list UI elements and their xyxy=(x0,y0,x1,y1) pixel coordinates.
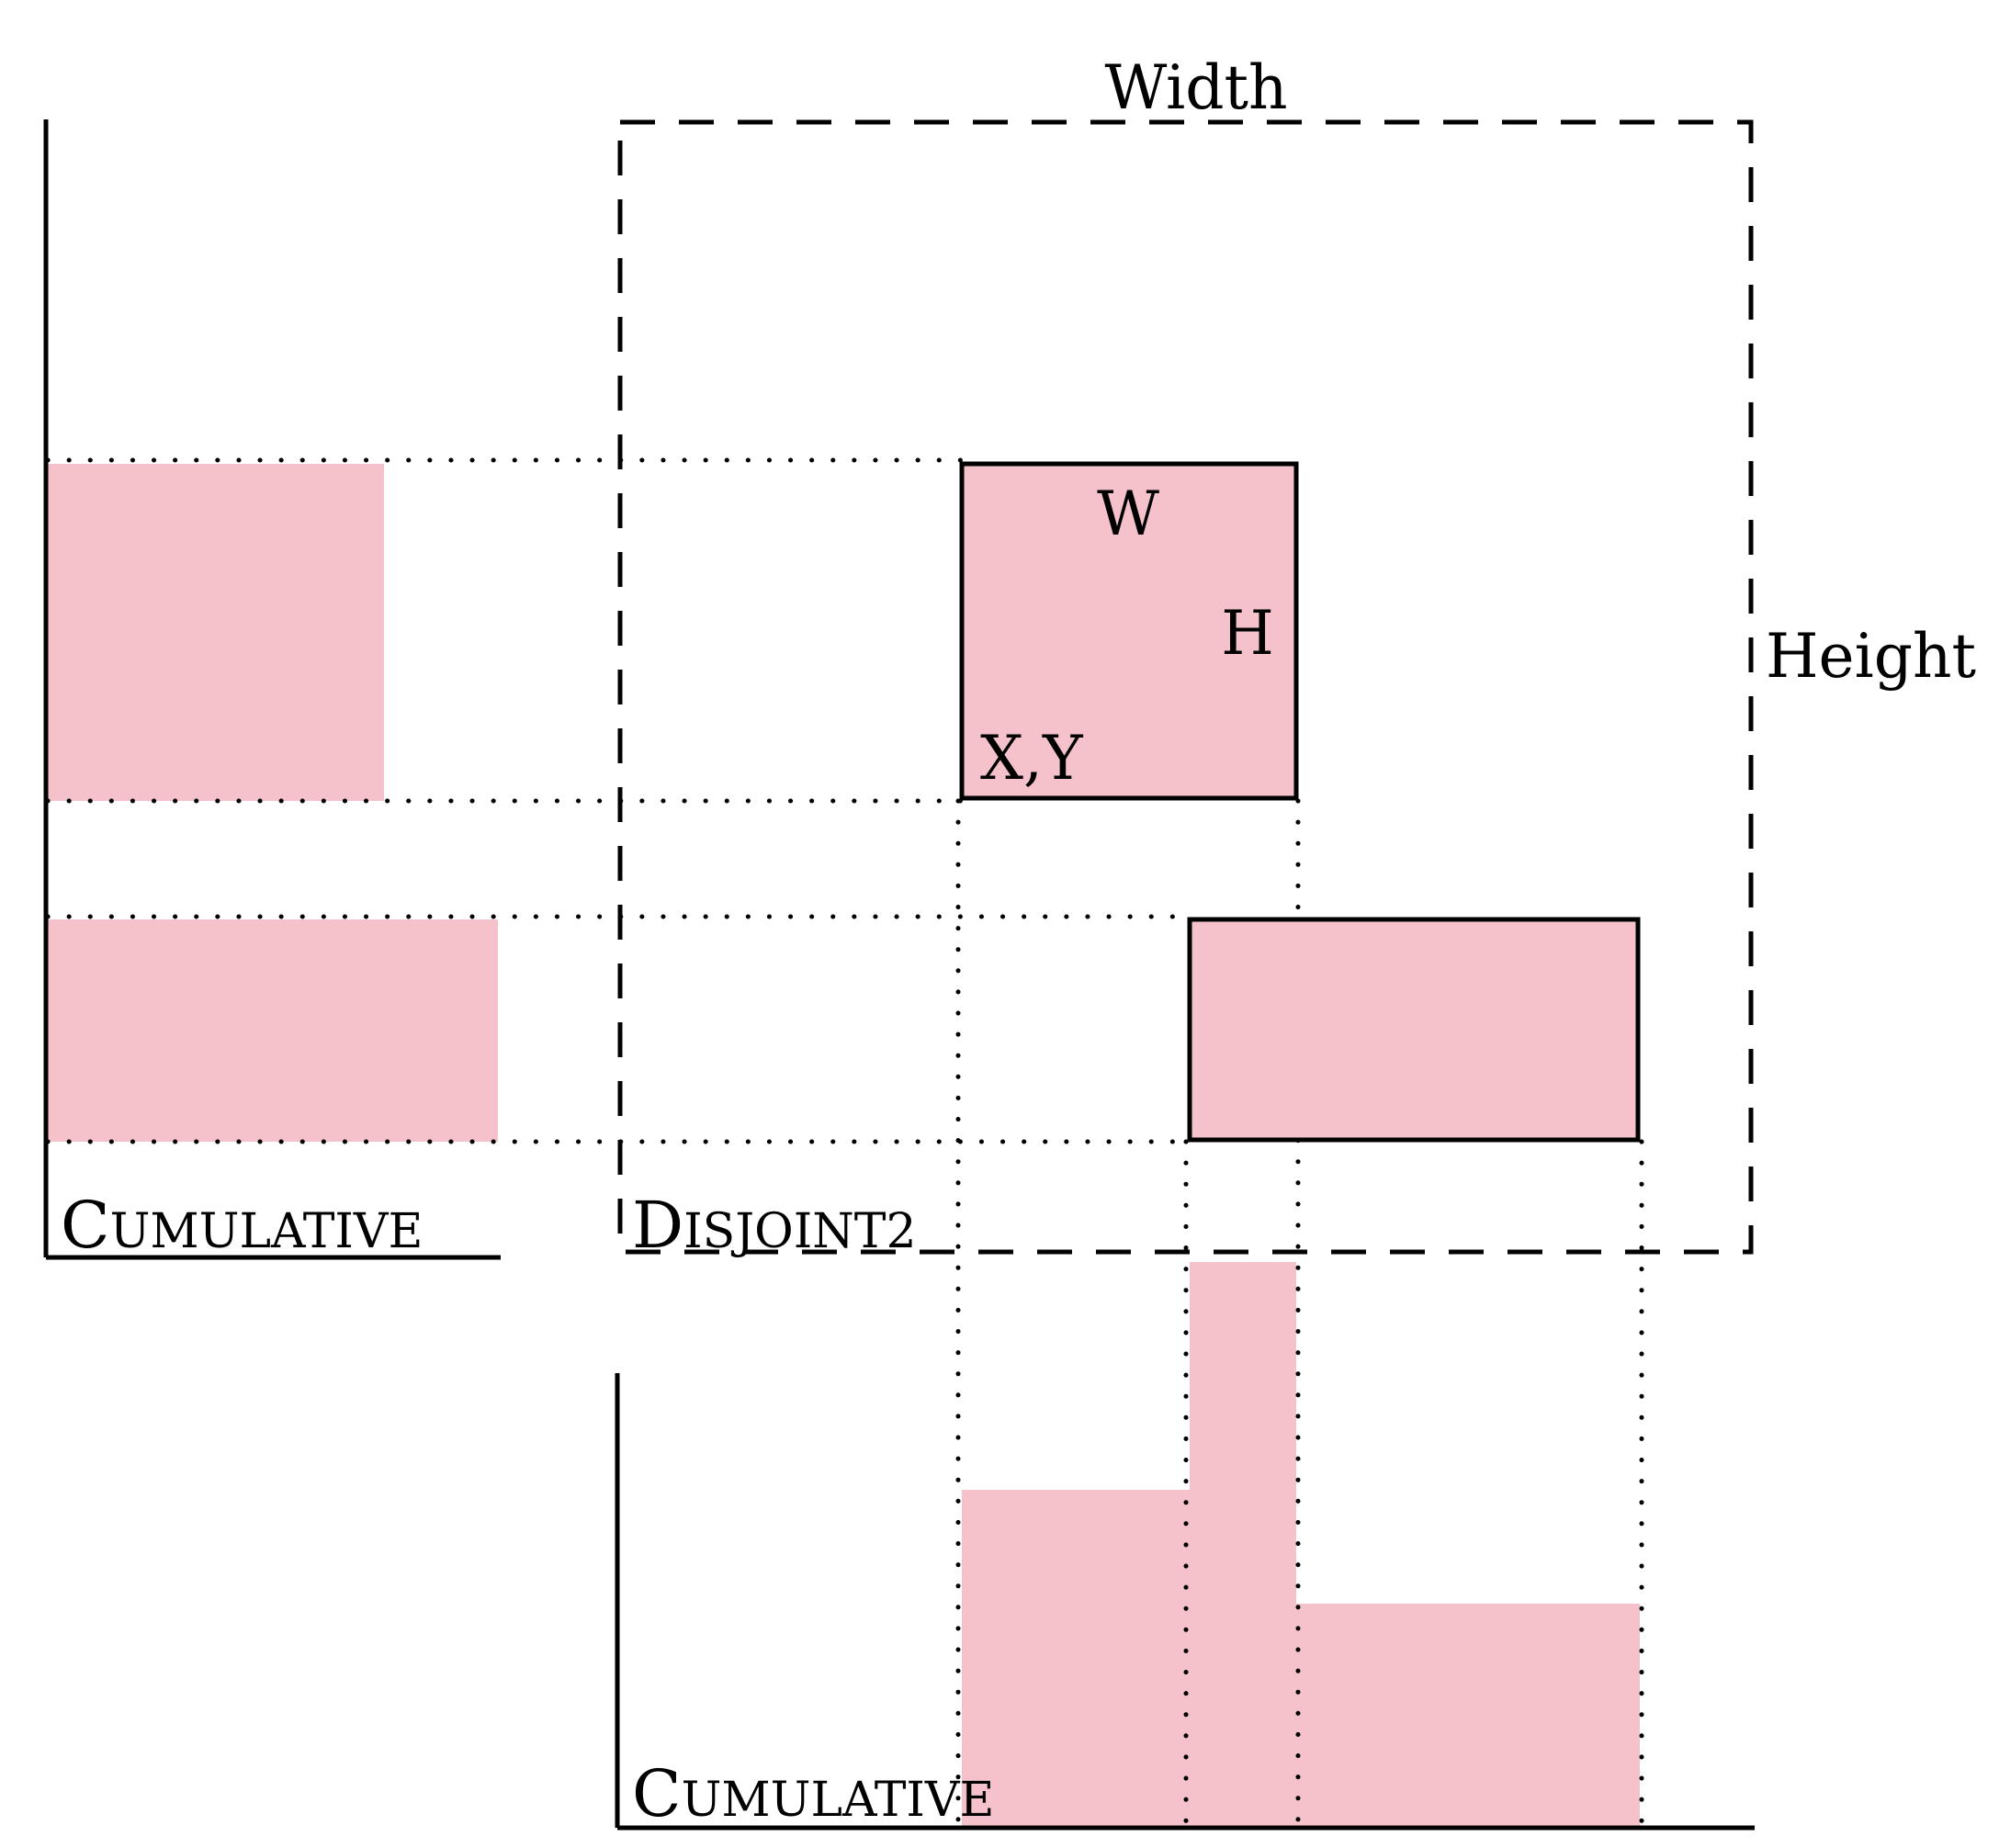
bottom-profile-bar-2 xyxy=(1190,1262,1296,1828)
bottom-profile-bar-1 xyxy=(962,1490,1190,1828)
rectangle-1 xyxy=(959,461,1299,801)
h-label: H xyxy=(1221,598,1274,669)
width-label: Width xyxy=(1104,52,1287,123)
xy-label: X,Y xyxy=(980,723,1084,794)
left-profile-bar-bottom xyxy=(48,919,498,1142)
axes xyxy=(43,119,1755,1831)
height-label: Height xyxy=(1766,621,1976,692)
rectangle-2 xyxy=(1187,917,1641,1143)
disjoint2-label: DISJOINT2 xyxy=(632,1188,917,1263)
cumulative-left-label: CUMULATIVE xyxy=(61,1188,423,1263)
left-profile-bar-top xyxy=(48,464,384,801)
cumulative-bottom-label: CUMULATIVE xyxy=(632,1756,994,1831)
bottom-profile-bar-3 xyxy=(1296,1604,1640,1828)
bounding-box xyxy=(617,119,1754,1255)
w-label: W xyxy=(1097,479,1159,549)
